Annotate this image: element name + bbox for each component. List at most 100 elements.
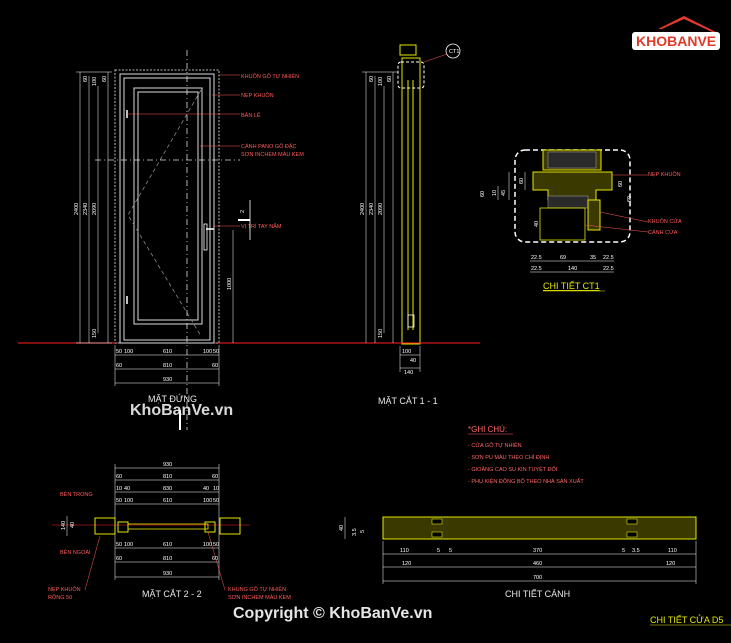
s22-top3-830: 830 [163,486,172,492]
leaf-r2-120: 120 [402,561,411,567]
ct1-h2-140: 140 [568,266,577,272]
note-1: - CỬA GỖ TỰ NHIÊN [468,441,522,449]
s22-top4-50b: 50 [213,498,219,504]
s11-dim-2090: 2090 [378,203,384,215]
s22-top-930: 930 [163,462,172,468]
ct1-v-40: 40 [534,221,540,227]
notes-heading: *GHI CHÚ: [468,425,507,434]
label-vi-tri-tay-nam: VỊ TRÍ TAY NẮM [241,222,282,230]
ct1-v-10: 10 [492,190,498,196]
label-son-inchem: SƠN INCHEM MÀU KEM [241,151,304,158]
ct1-h1-22.5b: 22.5 [603,255,614,261]
notes: *GHI CHÚ: - CỬA GỖ TỰ NHIÊN - SƠN PU MÀU… [468,425,584,485]
s22-side-40: 40 [70,522,76,528]
s22-bot1-50: 50 [116,542,122,548]
elev-dim-150: 150 [92,329,98,338]
label-khuon-go: KHUÔN GỖ TỰ NHIÊN [241,72,299,80]
s11-dim-60b: 60 [387,76,393,82]
house-logo-icon: KHOBANVE [632,16,720,50]
s11-h-140: 140 [404,370,413,376]
s22-bot1-100: 100 [124,542,133,548]
elev-h3-930: 930 [163,377,172,383]
elev-h1-50: 50 [116,349,122,355]
leaf-r3-700: 700 [533,575,542,581]
khobanve-logo: KHOBANVE [628,12,724,56]
s22-top4-610: 610 [163,498,172,504]
ct1-h1-69: 69 [560,255,566,261]
title-chi-tiet-cua-d5: CHI TIẾT CỬA D5 [650,614,723,625]
ct1-callout: CT1 [449,49,459,55]
s22-top3-40: 40 [124,486,130,492]
label-ben-trong: BÊN TRONG [60,490,93,498]
ct1-h1-22.5: 22.5 [531,255,542,261]
s22-top2-60b: 60 [212,474,218,480]
s11-dim-150: 150 [378,329,384,338]
section-2-2: 930 60 810 60 10 40 830 40 10 50 100 610… [48,462,291,601]
leaf-r2-460: 460 [533,561,542,567]
elev-dim-2340: 2340 [83,203,89,215]
elev-dim-1000: 1000 [227,278,233,290]
s11-dim-60: 60 [369,76,375,82]
elev-h1-50b: 50 [213,349,219,355]
ct1-label-nep-khuon: NẸP KHUÔN [648,171,681,178]
label-son-inchem-22: SƠN INCHEM MÀU KEM [228,594,291,601]
elev-dim-2400: 2400 [74,203,80,215]
label-khung-go: KHUNG GỖ TỰ NHIÊN [228,585,286,593]
label-nep-khuon: NẸP KHUÔN [241,92,274,99]
leaf-r1-5: 5 [437,548,440,554]
elev-dim-60b: 60 [102,76,108,82]
s22-top4-100: 100 [124,498,133,504]
s22-top4-50: 50 [116,498,122,504]
ct1-top-60: 60 [618,181,624,187]
s22-bot1-50b: 50 [213,542,219,548]
s22-top2-810: 810 [163,474,172,480]
elev-h2-810: 810 [163,363,172,369]
title-mat-cat-2-2: MẶT CẮT 2 - 2 [142,589,202,599]
ct1-v-60b: 60 [519,178,525,184]
ct1-h2-22.5: 22.5 [531,266,542,272]
s22-top2-60: 60 [116,474,122,480]
s11-h-40: 40 [410,358,416,364]
elev-h1-610: 610 [163,349,172,355]
s22-bot2-60b: 60 [212,556,218,562]
elev-h1-100: 100 [124,349,133,355]
s22-bot1-610: 610 [163,542,172,548]
s22-top3-10b: 10 [213,486,219,492]
logo-text: KHOBANVE [636,33,716,49]
ct1-h2-22.5b: 22.5 [603,266,614,272]
leaf-v-5: 5 [360,530,366,533]
elev-h2-60: 60 [116,363,122,369]
note-4: - PHỤ KIỆN ĐỒNG BỘ THEO NHÀ SẢN XUẤT [468,477,584,485]
ct1-v-60: 60 [480,191,486,197]
door-elevation: 2 2400 2340 2090 150 60 100 60 1000 50 1… [18,50,480,430]
detail-ct1: 60 10 45 60 40 60 60 NẸP KHUÔN KHUÔN CỬA… [480,149,682,292]
leaf-r1-3.5: 3.5 [632,548,640,554]
elev-dim-100: 100 [92,77,98,86]
section-mark-2: 2 [240,210,246,213]
leaf-r1-5c: 5 [622,548,625,554]
leaf-r1-370: 370 [533,548,542,554]
label-ban-le: BẢN LỀ [241,112,261,119]
ct1-h1-35: 35 [590,255,596,261]
s22-side-140: 140 [61,521,67,530]
leaf-r1-110b: 110 [668,548,677,554]
note-2: - SƠN PU MÀU THEO CHỈ ĐỊNH [468,454,549,461]
title-mat-dung: MẶT ĐỨNG [148,394,197,404]
label-ben-ngoai: BÊN NGOÀI [60,548,91,556]
ct1-top-60b: 60 [627,196,633,202]
leaf-r1-110: 110 [400,548,409,554]
label-canh-pano: CÁNH PANO GỖ ĐẶC [241,143,297,150]
leaf-v-3.5: 3.5 [352,528,358,536]
leaf-r1-5b: 5 [449,548,452,554]
s11-dim-100: 100 [378,77,384,86]
s22-top3-40b: 40 [203,486,209,492]
title-mat-cat-1-1: MẶT CẮT 1 - 1 [378,396,438,406]
section-1-1: CT1 2400 2340 2090 150 60 100 60 100 40 … [360,43,461,406]
s22-bot3-930: 930 [163,571,172,577]
elev-dim-60: 60 [83,76,89,82]
s11-h-100: 100 [402,349,411,355]
elev-h1-100b: 100 [203,349,212,355]
elev-dim-2090: 2090 [92,203,98,215]
label-rong-50: RỘNG 50 [48,594,72,601]
